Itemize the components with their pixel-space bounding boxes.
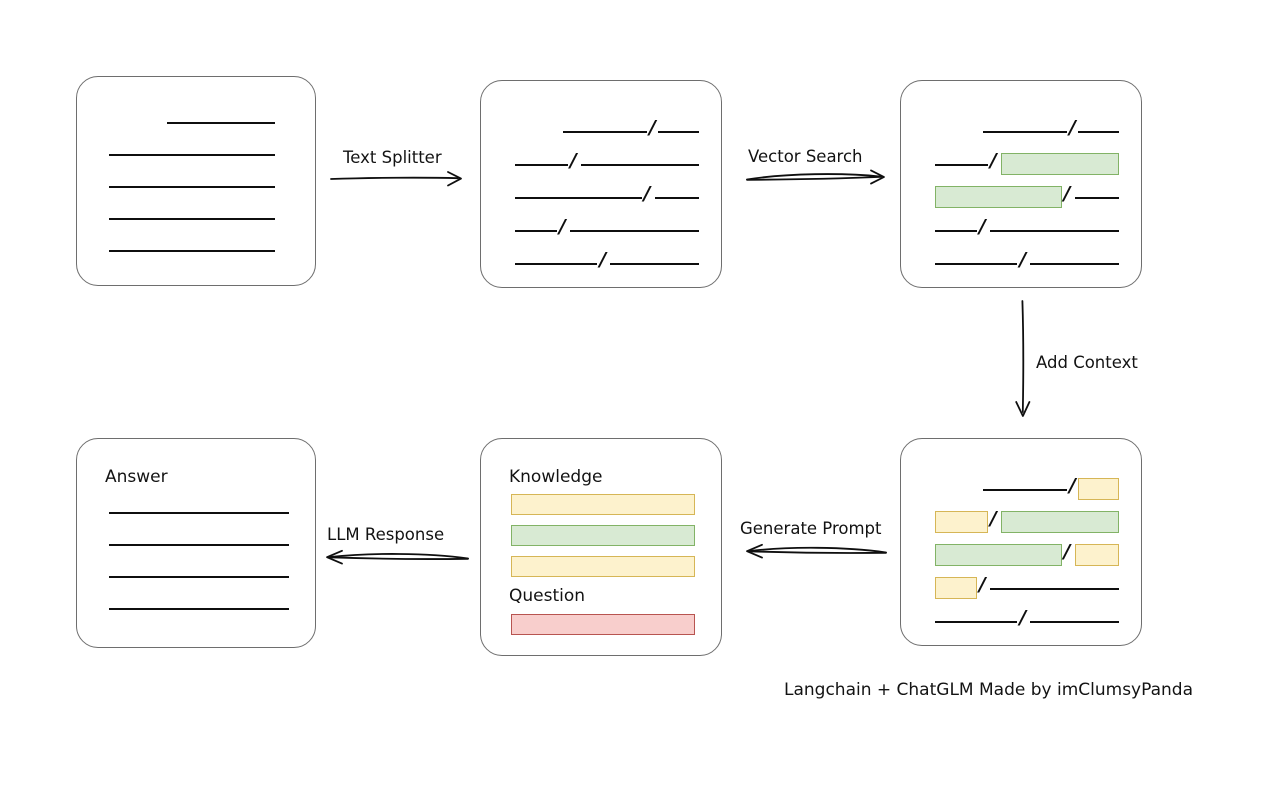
answer-box-contents: Answer [77, 439, 315, 647]
chunk-segment-line [569, 230, 699, 232]
chunk-separator-slash: / [643, 182, 651, 205]
document-line [109, 512, 289, 514]
chunk-separator-slash: / [1069, 474, 1076, 497]
document-line [109, 250, 275, 252]
prompt-box-contents: Knowledge Question [481, 439, 721, 655]
chunk-segment-line [1030, 621, 1119, 623]
chunk-separator-slash: / [1019, 606, 1027, 629]
chunk-separator-slash: / [978, 573, 986, 596]
chunk-separator-slash: / [1019, 248, 1027, 271]
split-chunks-rows: / / / / / [481, 81, 721, 287]
matched-chunks-rows: / / / / / [901, 81, 1141, 287]
chunk-segment-line [1074, 197, 1119, 199]
chunk-segment-line [934, 621, 1018, 623]
chunk-segment-green [1000, 511, 1119, 533]
chunk-segment-line [1030, 263, 1119, 265]
chunk-segment-line [934, 164, 989, 166]
answer-box[interactable]: Answer [76, 438, 316, 648]
chunk-segment-line [562, 131, 648, 133]
chunk-segment-green [1000, 153, 1119, 175]
chunk-separator-slash: / [649, 116, 656, 139]
context-document-rows: / / / / / [901, 439, 1141, 645]
knowledge-bar-green [511, 525, 695, 546]
split-chunks-box[interactable]: / / / / / [480, 80, 722, 288]
chunk-separator-slash: / [1063, 182, 1071, 205]
answer-label: Answer [105, 467, 168, 487]
edge-label-llm-response: LLM Response [327, 525, 445, 544]
chunk-segment-line [982, 489, 1068, 491]
context-document-box[interactable]: / / / / / [900, 438, 1142, 646]
matched-chunks-box[interactable]: / / / / / [900, 80, 1142, 288]
chunk-separator-slash: / [989, 149, 997, 172]
chunk-separator-slash: / [599, 248, 607, 271]
chunk-segment-line [654, 197, 699, 199]
question-bar-red [511, 614, 695, 635]
chunk-separator-slash: / [569, 149, 577, 172]
edge-label-add-context: Add Context [1036, 353, 1138, 372]
chunk-segment-line [514, 263, 598, 265]
chunk-separator-slash: / [978, 215, 986, 238]
arrow-text-splitter [330, 171, 462, 187]
document-line [166, 122, 275, 124]
chunk-segment-line [610, 263, 699, 265]
document-line [109, 154, 275, 156]
chunk-separator-slash: / [989, 507, 997, 530]
chunk-separator-slash: / [1069, 116, 1076, 139]
arrow-llm-response [326, 549, 469, 565]
chunk-segment-green [934, 186, 1062, 208]
knowledge-label: Knowledge [509, 467, 603, 487]
edge-label-vector-search: Vector Search [748, 147, 863, 166]
question-label: Question [509, 586, 586, 606]
document-line [109, 608, 289, 610]
edge-label-generate-prompt: Generate Prompt [740, 519, 882, 538]
chunk-segment-line [1078, 131, 1119, 133]
document-line [109, 218, 275, 220]
arrow-add-context [1015, 300, 1031, 417]
chunk-segment-line [982, 131, 1068, 133]
chunk-segment-line [514, 164, 569, 166]
chunk-segment-yellow [934, 577, 977, 599]
arrow-generate-prompt [746, 543, 887, 559]
edge-label-text-splitter: Text Splitter [343, 148, 442, 167]
chunk-segment-green [934, 544, 1062, 566]
chunk-segment-line [580, 164, 699, 166]
chunk-segment-line [989, 230, 1119, 232]
document-line [109, 576, 289, 578]
chunk-segment-yellow [1074, 544, 1119, 566]
knowledge-bar-yellow [511, 494, 695, 515]
arrow-vector-search [746, 169, 885, 185]
chunk-separator-slash: / [1063, 540, 1071, 563]
chunk-segment-line [989, 588, 1119, 590]
document-line [109, 186, 275, 188]
chunk-separator-slash: / [558, 215, 566, 238]
chunk-segment-line [934, 263, 1018, 265]
knowledge-bar-yellow [511, 556, 695, 577]
prompt-box[interactable]: Knowledge Question [480, 438, 722, 656]
footer-caption: Langchain + ChatGLM Made by imClumsyPand… [784, 680, 1193, 700]
chunk-segment-line [514, 197, 642, 199]
source-document-box[interactable] [76, 76, 316, 286]
chunk-segment-yellow [1078, 478, 1119, 500]
chunk-segment-line [934, 230, 977, 232]
source-document-lines [77, 77, 315, 285]
document-line [109, 544, 289, 546]
chunk-segment-yellow [934, 511, 989, 533]
chunk-segment-line [658, 131, 699, 133]
chunk-segment-line [514, 230, 557, 232]
